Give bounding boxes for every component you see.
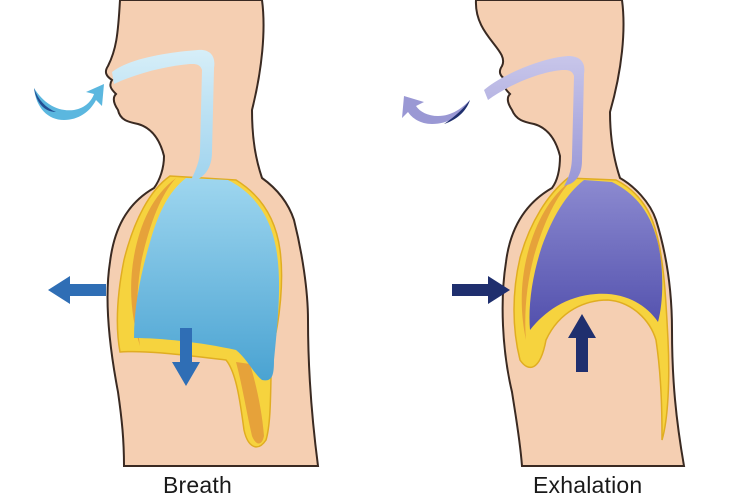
exhale-panel	[402, 0, 684, 466]
curved-arrow-in-icon	[34, 84, 104, 120]
inhale-panel	[34, 0, 318, 466]
arrow-left-icon	[48, 276, 106, 304]
arrow-right-icon	[452, 276, 510, 304]
inhale-caption: Breath	[163, 471, 232, 499]
curved-arrow-out-icon	[402, 96, 470, 124]
exhale-caption: Exhalation	[533, 471, 642, 499]
